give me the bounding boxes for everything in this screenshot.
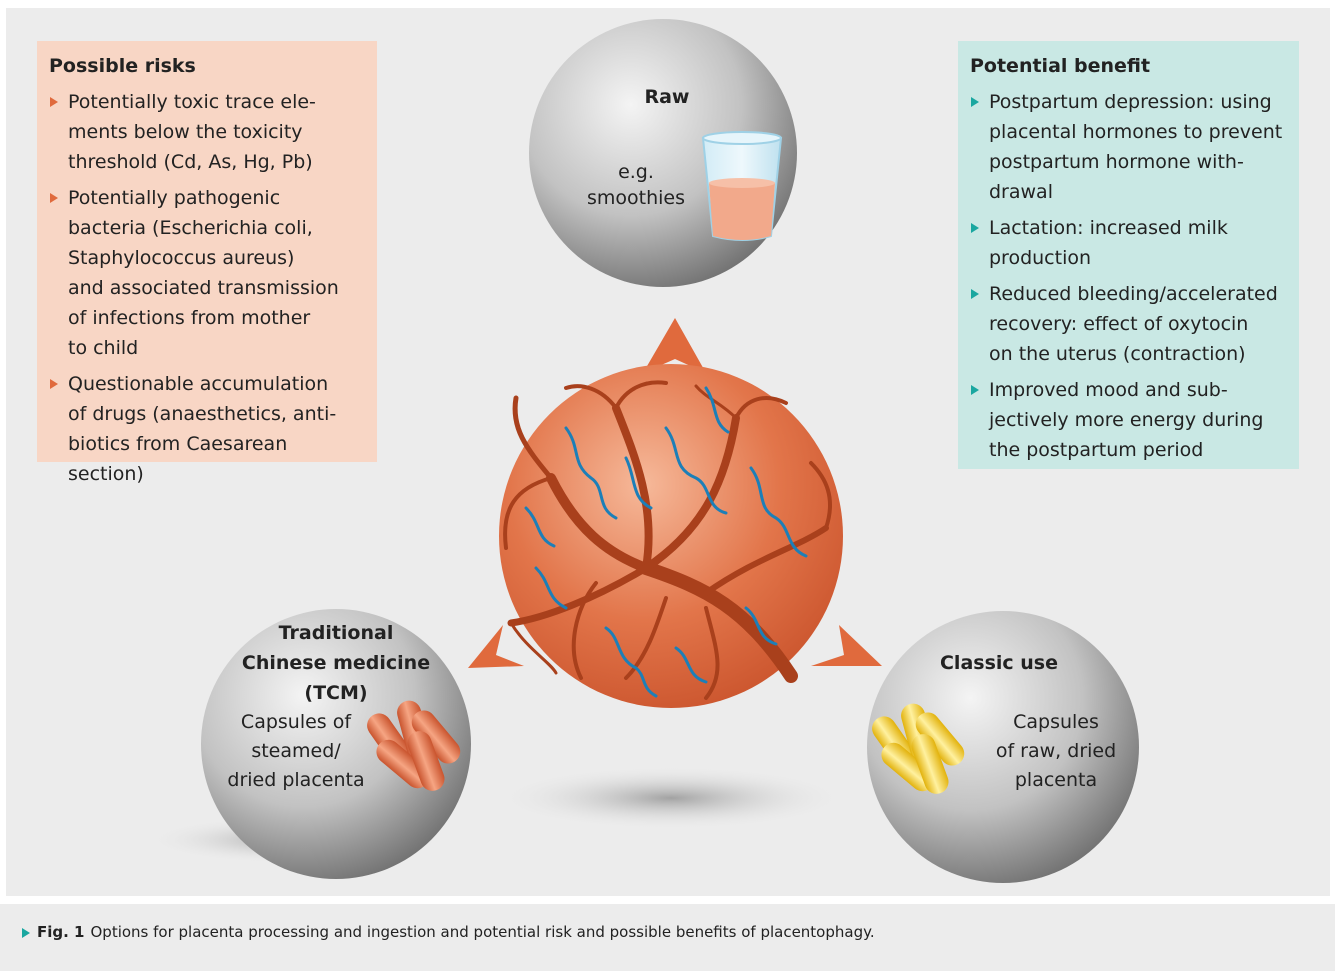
risk-item: Questionable accumulation of drugs (anae… xyxy=(49,369,365,489)
benefits-title: Potential benefit xyxy=(970,55,1151,77)
benefit-item: Reduced bleeding/accelerated recovery: e… xyxy=(970,279,1287,369)
raw-title: Raw xyxy=(644,86,690,108)
arrow-up-icon xyxy=(643,318,706,373)
capsules-orange-icon xyxy=(367,700,461,791)
classic-desc-line3: placenta xyxy=(1014,769,1098,791)
caption-label: Fig. 1 xyxy=(37,923,85,941)
risk-item-line: Staphylococcus aureus) xyxy=(68,247,295,269)
risk-item-line: and associated transmission xyxy=(68,277,339,299)
risk-item-line: Potentially toxic trace ele- xyxy=(68,91,316,113)
benefit-item: Lactation: increased milk production xyxy=(970,213,1287,273)
benefit-item-line: placental hormones to prevent xyxy=(989,121,1283,143)
raw-desc-line2: smoothies xyxy=(586,187,685,209)
risks-title: Possible risks xyxy=(49,55,196,77)
center-sphere-shadow xyxy=(496,766,846,830)
risk-item-line: to child xyxy=(68,337,139,359)
risk-item-line: of drugs (anaesthetics, anti- xyxy=(68,403,337,425)
risk-item-line: bacteria (Escherichia coli, xyxy=(68,217,313,239)
caption-text-wrap: Fig. 1 Options for placenta processing an… xyxy=(37,921,875,943)
figure-artwork xyxy=(146,19,1139,883)
classic-desc-line1: Capsules xyxy=(1013,711,1099,733)
tcm-title-line1: Traditional xyxy=(278,622,394,644)
risks-list: Potentially toxic trace ele- ments below… xyxy=(49,87,365,489)
benefit-item-line: drawal xyxy=(989,181,1053,203)
capsules-yellow-icon xyxy=(872,703,965,794)
arrow-right-icon xyxy=(811,625,882,666)
classic-title: Classic use xyxy=(939,652,1058,674)
tcm-title-line2: Chinese medicine xyxy=(241,652,431,674)
risk-item-line: ments below the toxicity xyxy=(68,121,303,143)
caption-arrow-icon xyxy=(22,928,30,938)
tcm-sphere xyxy=(201,609,471,879)
caption-text: Options for placenta processing and inge… xyxy=(90,923,875,941)
benefit-item: Postpartum depression: using placental h… xyxy=(970,87,1287,207)
potential-benefit-box: Potential benefit Postpartum depression:… xyxy=(958,41,1299,469)
tcm-desc-line1: Capsules of xyxy=(240,711,352,733)
benefit-item-line: on the uterus (contraction) xyxy=(989,343,1246,365)
benefit-item-line: recovery: effect of oxytocin xyxy=(989,313,1249,335)
arrow-left-icon xyxy=(468,625,524,668)
tcm-desc-line3: dried placenta xyxy=(227,769,365,791)
risk-item-line: threshold (Cd, As, Hg, Pb) xyxy=(68,151,313,173)
benefit-item-line: postpartum hormone with- xyxy=(989,151,1244,173)
risk-item-line: of infections from mother xyxy=(68,307,311,329)
benefits-list: Postpartum depression: using placental h… xyxy=(970,87,1287,465)
risk-item-line: Questionable accumulation xyxy=(68,373,329,395)
glass-icon xyxy=(701,131,783,241)
risk-item-line: biotics from Caesarean section) xyxy=(68,433,288,485)
placenta-illustration xyxy=(499,364,843,708)
classic-sphere xyxy=(867,611,1139,883)
risk-item: Potentially toxic trace ele- ments below… xyxy=(49,87,365,177)
benefit-item-line: the postpartum period xyxy=(989,439,1204,461)
benefit-item-line: Improved mood and sub- xyxy=(989,379,1228,401)
tcm-title-line3: (TCM) xyxy=(304,682,368,704)
benefit-item: Improved mood and sub- jectively more en… xyxy=(970,375,1287,465)
benefit-item-line: production xyxy=(989,247,1092,269)
benefit-item-line: jectively more energy during xyxy=(989,409,1264,431)
risk-item: Potentially pathogenic bacteria (Escheri… xyxy=(49,183,365,363)
benefit-item-line: Postpartum depression: using xyxy=(989,91,1272,113)
possible-risks-box: Possible risks Potentially toxic trace e… xyxy=(37,41,377,485)
tcm-desc-line2: steamed/ xyxy=(251,740,341,762)
benefit-item-line: Reduced bleeding/accelerated xyxy=(989,283,1278,305)
risk-item-line: Potentially pathogenic xyxy=(68,187,281,209)
figure-caption: Fig. 1 Options for placenta processing an… xyxy=(0,904,1335,971)
figure-panel: Possible risks Potentially toxic trace e… xyxy=(6,8,1330,896)
raw-desc-line1: e.g. xyxy=(618,161,654,183)
benefit-item-line: Lactation: increased milk xyxy=(989,217,1228,239)
classic-desc-line2: of raw, dried xyxy=(995,740,1117,762)
